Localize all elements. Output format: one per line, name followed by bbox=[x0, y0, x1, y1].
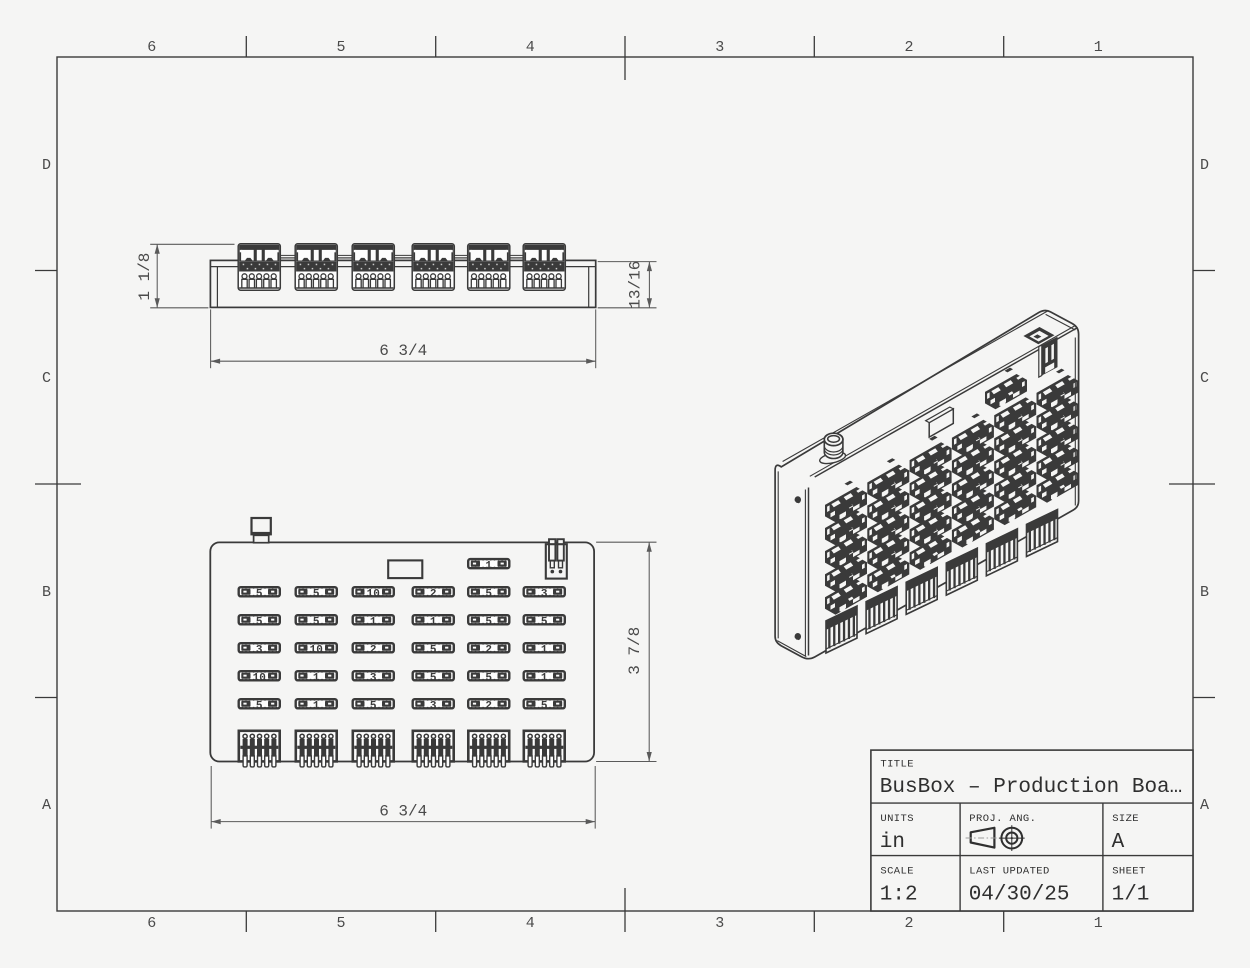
svg-text:10: 10 bbox=[367, 588, 380, 600]
svg-text:1: 1 bbox=[313, 672, 320, 684]
svg-text:A: A bbox=[1112, 831, 1125, 854]
svg-text:13/16: 13/16 bbox=[627, 261, 645, 309]
svg-text:3: 3 bbox=[715, 39, 724, 56]
svg-text:D: D bbox=[42, 157, 51, 174]
svg-text:5: 5 bbox=[256, 616, 263, 628]
svg-text:3: 3 bbox=[430, 700, 437, 712]
svg-text:A: A bbox=[42, 797, 51, 814]
svg-text:SHEET: SHEET bbox=[1112, 866, 1146, 878]
svg-text:5: 5 bbox=[336, 39, 345, 56]
svg-text:3: 3 bbox=[715, 915, 724, 932]
svg-text:1:2: 1:2 bbox=[880, 883, 918, 906]
svg-text:PROJ. ANG.: PROJ. ANG. bbox=[969, 813, 1036, 825]
svg-text:10: 10 bbox=[310, 644, 323, 656]
svg-text:6: 6 bbox=[147, 39, 156, 56]
svg-text:2: 2 bbox=[904, 39, 913, 56]
svg-text:1: 1 bbox=[370, 616, 377, 628]
svg-text:SCALE: SCALE bbox=[880, 866, 914, 878]
svg-text:5: 5 bbox=[485, 588, 492, 600]
svg-text:5: 5 bbox=[430, 672, 437, 684]
svg-text:5: 5 bbox=[370, 700, 377, 712]
svg-text:5: 5 bbox=[485, 672, 492, 684]
svg-text:4: 4 bbox=[526, 915, 535, 932]
svg-text:1: 1 bbox=[313, 700, 320, 712]
svg-text:1/1: 1/1 bbox=[1112, 883, 1150, 906]
svg-text:TITLE: TITLE bbox=[880, 759, 914, 771]
svg-text:5: 5 bbox=[336, 915, 345, 932]
svg-text:5: 5 bbox=[313, 616, 320, 628]
svg-text:1: 1 bbox=[1094, 915, 1103, 932]
svg-text:6: 6 bbox=[147, 915, 156, 932]
svg-text:1: 1 bbox=[485, 560, 492, 572]
svg-text:1: 1 bbox=[541, 672, 548, 684]
svg-text:10: 10 bbox=[253, 672, 266, 684]
svg-text:6 3/4: 6 3/4 bbox=[379, 342, 427, 360]
svg-text:D: D bbox=[1200, 157, 1209, 174]
svg-text:LAST UPDATED: LAST UPDATED bbox=[969, 866, 1049, 878]
svg-text:2: 2 bbox=[485, 700, 492, 712]
svg-text:1: 1 bbox=[541, 644, 548, 656]
svg-text:5: 5 bbox=[541, 700, 548, 712]
svg-text:B: B bbox=[1200, 584, 1209, 601]
svg-text:2: 2 bbox=[485, 644, 492, 656]
svg-text:3: 3 bbox=[256, 644, 263, 656]
svg-text:SIZE: SIZE bbox=[1112, 813, 1139, 825]
svg-text:3: 3 bbox=[370, 672, 377, 684]
svg-text:UNITS: UNITS bbox=[880, 813, 914, 825]
svg-text:5: 5 bbox=[430, 644, 437, 656]
svg-text:6 3/4: 6 3/4 bbox=[379, 802, 427, 820]
svg-text:5: 5 bbox=[485, 616, 492, 628]
svg-text:04/30/25: 04/30/25 bbox=[969, 883, 1070, 906]
svg-text:in: in bbox=[880, 831, 905, 854]
svg-text:5: 5 bbox=[313, 588, 320, 600]
svg-text:1: 1 bbox=[1094, 39, 1103, 56]
svg-text:4: 4 bbox=[526, 39, 535, 56]
svg-text:2: 2 bbox=[370, 644, 377, 656]
svg-text:5: 5 bbox=[256, 588, 263, 600]
svg-text:3 7/8: 3 7/8 bbox=[626, 627, 644, 675]
svg-text:2: 2 bbox=[904, 915, 913, 932]
svg-text:2: 2 bbox=[430, 588, 437, 600]
svg-text:BusBox – Production Boa…: BusBox – Production Boa… bbox=[880, 776, 1182, 799]
svg-text:C: C bbox=[1200, 370, 1209, 387]
svg-text:5: 5 bbox=[256, 700, 263, 712]
svg-text:A: A bbox=[1200, 797, 1209, 814]
svg-text:1: 1 bbox=[430, 616, 437, 628]
svg-text:C: C bbox=[42, 370, 51, 387]
svg-text:1 1/8: 1 1/8 bbox=[136, 253, 154, 301]
svg-text:5: 5 bbox=[541, 616, 548, 628]
svg-text:B: B bbox=[42, 584, 51, 601]
svg-text:3: 3 bbox=[541, 588, 548, 600]
